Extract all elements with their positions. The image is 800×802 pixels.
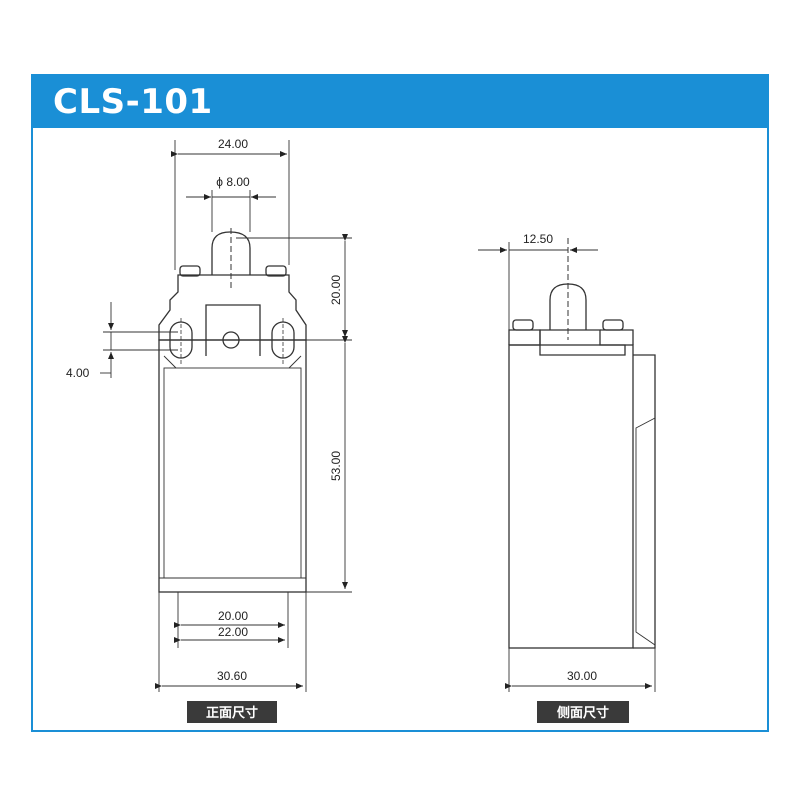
side-caption: 侧面尺寸	[557, 705, 609, 721]
dim-body-height: 53.00	[329, 451, 343, 481]
side-screw-left-icon	[512, 319, 534, 331]
dim-inner-width-1: 20.00	[218, 609, 248, 623]
dim-plunger-height: 20.00	[329, 275, 343, 305]
front-caption-bg	[187, 701, 277, 723]
side-body-outline	[508, 344, 634, 649]
drawing-frame: CLS-101	[31, 74, 769, 732]
dim-total-width: 30.60	[217, 669, 247, 683]
screw-right-icon	[265, 265, 287, 277]
dim-hole-pitch: 4.00	[66, 366, 90, 380]
side-caption-bg	[537, 701, 629, 723]
dim-plunger-offset: 12.50	[523, 232, 553, 246]
front-caption: 正面尺寸	[206, 705, 258, 721]
side-screw-right-icon	[602, 319, 624, 331]
screw-left-icon	[179, 265, 201, 277]
dim-depth: 30.00	[567, 669, 597, 683]
front-body-inner	[163, 367, 302, 579]
dim-inner-width-2: 22.00	[218, 625, 248, 639]
side-view: 12.50 30.00 侧面尺寸	[478, 232, 656, 723]
dim-top-width: 24.00	[218, 137, 248, 151]
plunger	[211, 231, 251, 275]
front-view: 24.00 ϕ 8.00 20.00 53.00 4.00 20.00 22.0…	[66, 137, 352, 723]
dim-plunger-dia: ϕ 8.00	[216, 175, 250, 189]
title-bar: CLS-101	[33, 76, 767, 128]
front-body-outline	[158, 339, 307, 593]
front-head-outline	[158, 274, 307, 341]
model-title: CLS-101	[53, 82, 213, 122]
